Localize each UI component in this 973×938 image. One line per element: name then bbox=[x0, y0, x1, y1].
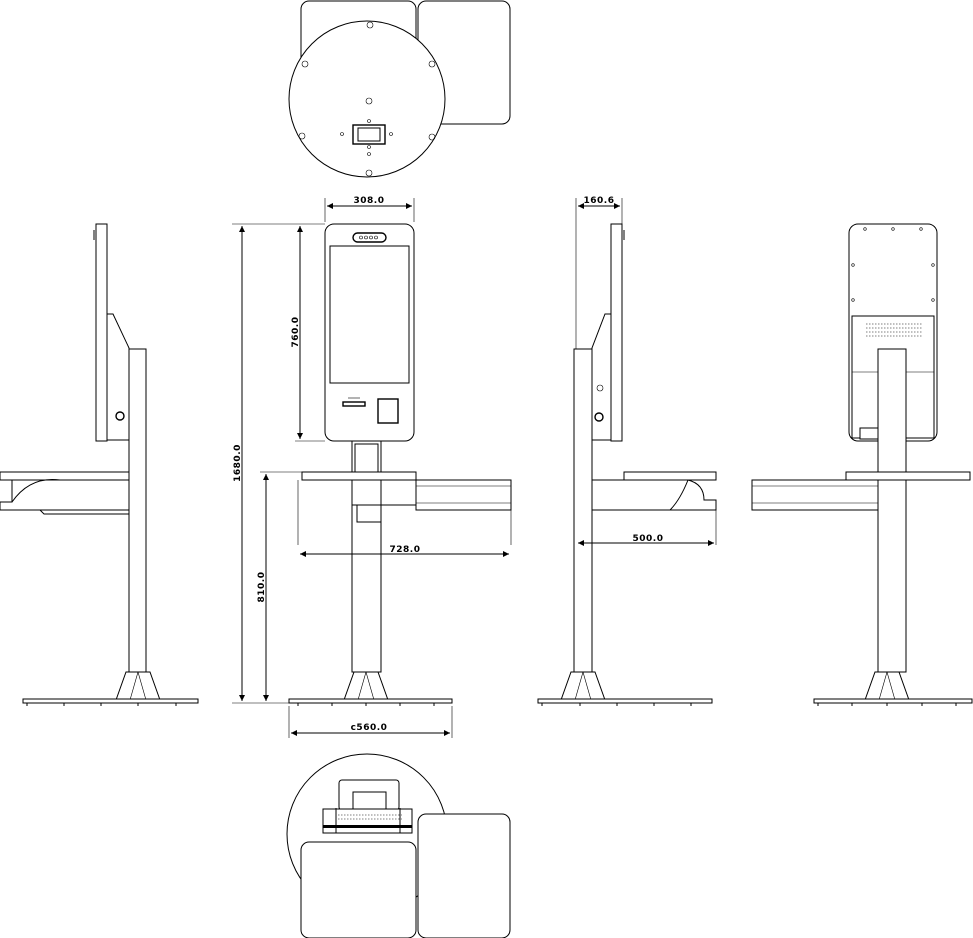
bottom-view bbox=[286, 753, 511, 938]
dim-desk-width: 728.0 bbox=[390, 545, 421, 555]
left-side-view bbox=[0, 223, 199, 706]
dim-total-height: 1680.0 bbox=[233, 444, 243, 482]
right-side-view: 160.6 500.0 bbox=[537, 196, 717, 706]
front-view: 308.0 1680.0 760.0 810.0 728.0 c560.0 bbox=[232, 196, 512, 738]
rear-view bbox=[751, 223, 973, 706]
top-view bbox=[288, 0, 511, 178]
dim-display-width: 308.0 bbox=[354, 196, 385, 206]
dim-desk-depth: 500.0 bbox=[633, 534, 664, 544]
dim-depth: 160.6 bbox=[584, 196, 615, 206]
dim-desk-height: 810.0 bbox=[257, 572, 267, 603]
dim-display-height: 760.0 bbox=[291, 317, 301, 348]
dim-base-width: c560.0 bbox=[351, 723, 388, 733]
